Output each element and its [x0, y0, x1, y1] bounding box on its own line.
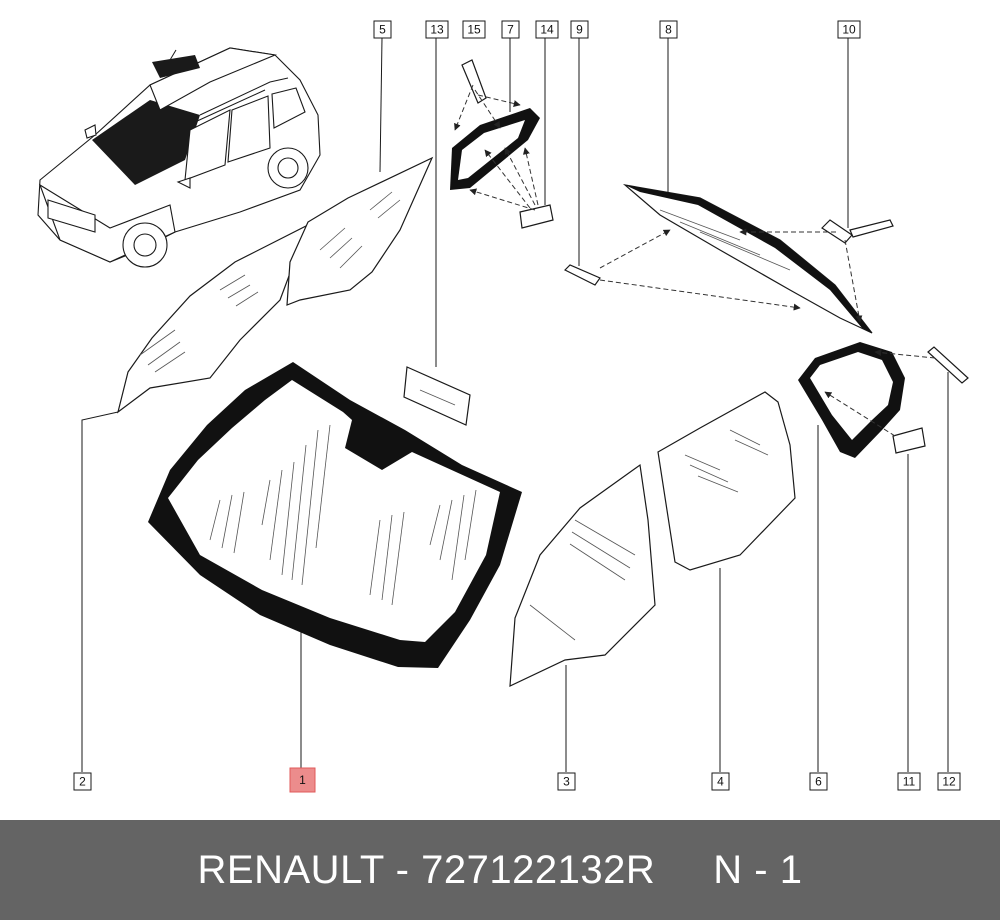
svg-text:6: 6 [815, 775, 822, 789]
callout-12[interactable]: 12 [937, 772, 961, 791]
svg-text:13: 13 [430, 23, 444, 37]
callout-3[interactable]: 3 [557, 772, 576, 791]
svg-text:3: 3 [563, 775, 570, 789]
callout-tags: 1 2 3 4 5 6 7 8 9 10 11 12 13 14 15 [73, 20, 961, 793]
callout-11[interactable]: 11 [897, 772, 921, 791]
callout-1[interactable]: 1 [289, 767, 316, 793]
rear-window-part [622, 184, 873, 334]
rear-window-clip-part [563, 264, 601, 286]
windshield-part [148, 362, 522, 668]
callout-4[interactable]: 4 [711, 772, 730, 791]
part-number-footer: RENAULT - 727122132R N - 1 [0, 820, 1000, 920]
callout-13[interactable]: 13 [425, 20, 449, 39]
svg-text:14: 14 [540, 23, 554, 37]
callout-6[interactable]: 6 [809, 772, 828, 791]
svg-text:4: 4 [717, 775, 724, 789]
callout-14[interactable]: 14 [535, 20, 559, 39]
callout-8[interactable]: 8 [659, 20, 678, 39]
svg-text:2: 2 [79, 775, 86, 789]
leader-lines [81, 37, 949, 772]
right-quarter-clip-part [892, 427, 926, 454]
callout-5[interactable]: 5 [373, 20, 392, 39]
footer-part-number-text: RENAULT - 727122132R N - 1 [197, 847, 803, 892]
callout-10[interactable]: 10 [837, 20, 861, 39]
svg-text:7: 7 [507, 23, 514, 37]
right-front-door-glass-part [509, 463, 656, 687]
right-rear-door-glass-part [657, 391, 796, 571]
callout-15[interactable]: 15 [462, 20, 486, 39]
svg-text:5: 5 [379, 23, 386, 37]
rear-window-bracket-part [821, 219, 894, 244]
right-quarter-glass-part [798, 342, 905, 458]
svg-text:15: 15 [467, 23, 481, 37]
right-quarter-trim-part [927, 346, 969, 384]
svg-text:10: 10 [842, 23, 856, 37]
callout-9[interactable]: 9 [570, 20, 589, 39]
left-rear-door-glass-part [286, 156, 434, 306]
label-sticker-part [403, 366, 471, 426]
assembly-arrows [454, 84, 936, 437]
vehicle-illustration [37, 47, 321, 268]
svg-text:8: 8 [665, 23, 672, 37]
svg-text:9: 9 [576, 23, 583, 37]
svg-text:12: 12 [942, 775, 956, 789]
svg-text:1: 1 [299, 773, 306, 787]
callout-7[interactable]: 7 [501, 20, 520, 39]
parts-diagram: 1 2 3 4 5 6 7 8 9 10 11 12 13 14 15 [37, 20, 969, 793]
callout-2[interactable]: 2 [73, 772, 92, 791]
svg-text:11: 11 [903, 775, 916, 789]
